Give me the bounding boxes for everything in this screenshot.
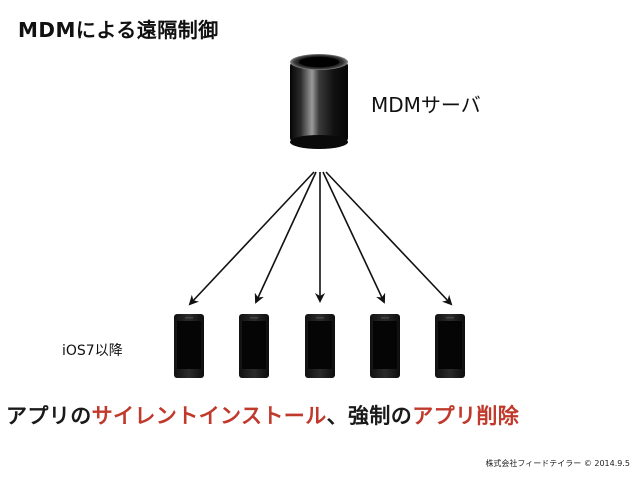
arrows — [188, 171, 453, 306]
server-label: MDMサーバ — [371, 93, 481, 117]
server-icon — [290, 54, 348, 149]
arrow-5 — [325, 171, 453, 306]
caption-part-1: アプリの — [6, 404, 92, 428]
device-label: iOS7以降 — [62, 343, 123, 359]
arrow-1 — [188, 171, 315, 306]
caption-part-3: 、強制の — [326, 404, 413, 428]
phone-icon — [305, 314, 335, 378]
phone-icon — [239, 314, 269, 378]
arrow-4 — [322, 171, 386, 304]
caption-part-2: サイレントインストール — [91, 404, 327, 428]
arrow-2 — [254, 171, 317, 304]
page-title: MDMによる遠隔制御 — [18, 18, 219, 42]
phone-icon — [435, 314, 465, 378]
phone-icon — [174, 314, 204, 378]
copyright: 株式会社フィードテイラー © 2014.9.5 — [485, 459, 630, 468]
caption: アプリのサイレントインストール、強制のアプリ削除 — [6, 400, 519, 430]
caption-part-4: アプリ削除 — [412, 404, 520, 428]
phone-icon — [370, 314, 400, 378]
